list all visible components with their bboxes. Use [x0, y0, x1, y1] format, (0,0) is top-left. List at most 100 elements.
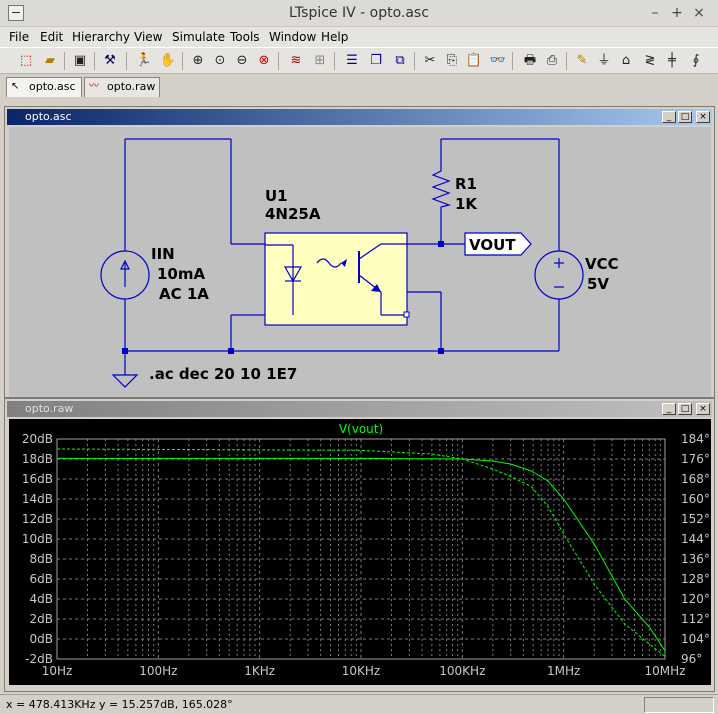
- iin-current-source[interactable]: [100, 250, 150, 300]
- y-tick-label: 4dB: [30, 592, 53, 606]
- capacitor-icon[interactable]: ╪: [668, 53, 676, 68]
- x-tick-label: 10MHz: [645, 664, 686, 678]
- ground-icon[interactable]: ⏚: [597, 53, 611, 68]
- label-iin-value: 10mA: [157, 265, 206, 283]
- print-icon[interactable]: ⎙: [546, 53, 558, 68]
- plot-frame: [56, 438, 666, 660]
- y-tick-label: -2dB: [25, 652, 53, 666]
- menu-hierarchy[interactable]: Hierarchy: [72, 30, 131, 44]
- print-preview-icon[interactable]: 🖶: [523, 53, 537, 68]
- label-iin-ac: AC 1A: [159, 285, 209, 303]
- y-tick-label: 10dB: [22, 532, 53, 546]
- spice-directive[interactable]: .ac dec 20 10 1E7: [149, 365, 297, 383]
- menu-edit[interactable]: Edit: [40, 30, 64, 44]
- find-icon[interactable]: 👓: [489, 53, 507, 68]
- new-schematic-icon[interactable]: ⬚: [19, 53, 33, 68]
- r1-resistor[interactable]: [431, 163, 452, 211]
- window-title: LTspice IV - opto.asc: [289, 5, 429, 21]
- tile-vertical-icon[interactable]: ❐: [370, 53, 382, 68]
- tab-opto-asc[interactable]: ↖ opto.asc: [6, 77, 82, 97]
- menu-file[interactable]: File: [9, 30, 30, 44]
- minimize-icon[interactable]: –: [651, 5, 659, 21]
- schematic-window-titlebar[interactable]: opto.asc _ □ ×: [7, 109, 712, 125]
- y-tick-label: 20dB: [22, 432, 53, 446]
- resistor-icon[interactable]: ≷: [644, 53, 656, 68]
- vout-net-flag[interactable]: VOUT: [464, 232, 532, 256]
- y2-tick-label: 96°: [681, 652, 702, 666]
- cascade-icon[interactable]: ⧉: [395, 53, 405, 68]
- minimize-icon[interactable]: _: [662, 403, 676, 415]
- label-iin-name: IIN: [151, 245, 175, 263]
- draw-wire-icon[interactable]: ✎: [576, 53, 588, 68]
- minimize-icon[interactable]: _: [662, 111, 676, 123]
- control-panel-icon[interactable]: ⚒: [104, 53, 116, 68]
- open-icon[interactable]: ▰: [45, 53, 55, 68]
- schematic-drawing: VOUT IIN 10mA AC 1A U1 4N25A R1 1K VCC 5…: [100, 138, 619, 388]
- copy-icon[interactable]: ⎘: [446, 53, 458, 68]
- y2-tick-label: 184°: [681, 432, 710, 446]
- zoom-fit-icon[interactable]: ⊗: [258, 53, 270, 68]
- menu-view[interactable]: View: [134, 30, 163, 44]
- close-icon[interactable]: ×: [693, 5, 705, 21]
- maximize-icon[interactable]: □: [678, 403, 692, 415]
- y2-tick-label: 152°: [681, 512, 710, 526]
- tile-horizontal-icon[interactable]: ☰: [346, 53, 358, 68]
- schematic-canvas[interactable]: VOUT IIN 10mA AC 1A U1 4N25A R1 1K VCC 5…: [9, 127, 711, 397]
- tab-label: opto.asc: [29, 80, 76, 93]
- menu-simulate[interactable]: Simulate: [172, 30, 226, 44]
- cursor-readout: x = 478.413KHz y = 15.257dB, 165.028°: [6, 698, 233, 711]
- label-vcc-value: 5V: [587, 275, 609, 293]
- y-tick-label: 18dB: [22, 452, 53, 466]
- run-icon[interactable]: 🏃: [135, 53, 153, 68]
- y2-tick-label: 144°: [681, 532, 710, 546]
- menu-window[interactable]: Window: [269, 30, 317, 44]
- vcc-voltage-source[interactable]: [534, 250, 584, 300]
- y2-tick-label: 160°: [681, 492, 710, 506]
- waveform-plot[interactable]: 20dB18dB16dB14dB12dB10dB8dB6dB4dB2dB0dB-…: [9, 419, 711, 685]
- u1-optocoupler[interactable]: [264, 232, 410, 326]
- schematic-window-title: opto.asc: [25, 110, 72, 123]
- paste-icon[interactable]: 📋: [465, 53, 483, 68]
- status-panel: [644, 697, 714, 713]
- label-net-icon[interactable]: ⌂: [621, 53, 631, 68]
- y2-tick-label: 176°: [681, 452, 710, 466]
- y-tick-label: 14dB: [22, 492, 53, 506]
- schematic-window: opto.asc _ □ ×: [4, 106, 715, 398]
- x-tick-label: 10Hz: [42, 664, 73, 678]
- y-tick-label: 12dB: [22, 512, 53, 526]
- cut-icon[interactable]: ✂: [424, 53, 436, 68]
- y2-tick-label: 128°: [681, 572, 710, 586]
- schematic-icon: ↖: [11, 81, 20, 92]
- zoom-pan-icon[interactable]: ⊙: [214, 53, 226, 68]
- close-icon[interactable]: ×: [696, 403, 710, 415]
- x-tick-label: 10KHz: [342, 664, 380, 678]
- plot-window-titlebar[interactable]: opto.raw _ □ ×: [7, 401, 712, 417]
- x-tick-label: 100KHz: [439, 664, 485, 678]
- menu-tools[interactable]: Tools: [230, 30, 260, 44]
- maximize-icon[interactable]: □: [678, 111, 692, 123]
- y2-tick-label: 104°: [681, 632, 710, 646]
- zoom-out-icon[interactable]: ⊖: [236, 53, 248, 68]
- save-icon[interactable]: ▣: [73, 53, 87, 68]
- menu-help[interactable]: Help: [321, 30, 349, 44]
- inductor-icon[interactable]: ∮: [692, 53, 700, 68]
- wires: [124, 138, 560, 375]
- maximize-icon[interactable]: +: [671, 5, 683, 21]
- x-tick-label: 1MHz: [547, 664, 580, 678]
- y-tick-label: 6dB: [30, 572, 53, 586]
- halt-icon[interactable]: ✋: [159, 53, 177, 68]
- y-tick-label: 0dB: [30, 632, 53, 646]
- app-icon[interactable]: [8, 5, 24, 21]
- y-tick-label: 16dB: [22, 472, 53, 486]
- fft-icon[interactable]: ⊞: [314, 53, 326, 68]
- ground-symbol[interactable]: [111, 374, 139, 388]
- label-r1-value: 1K: [455, 195, 478, 213]
- autorange-icon[interactable]: ≋: [290, 53, 302, 68]
- tab-opto-raw[interactable]: 〰 opto.raw: [84, 77, 160, 97]
- zoom-in-icon[interactable]: ⊕: [192, 53, 204, 68]
- close-icon[interactable]: ×: [696, 111, 710, 123]
- waveform-icon: 〰: [89, 81, 99, 92]
